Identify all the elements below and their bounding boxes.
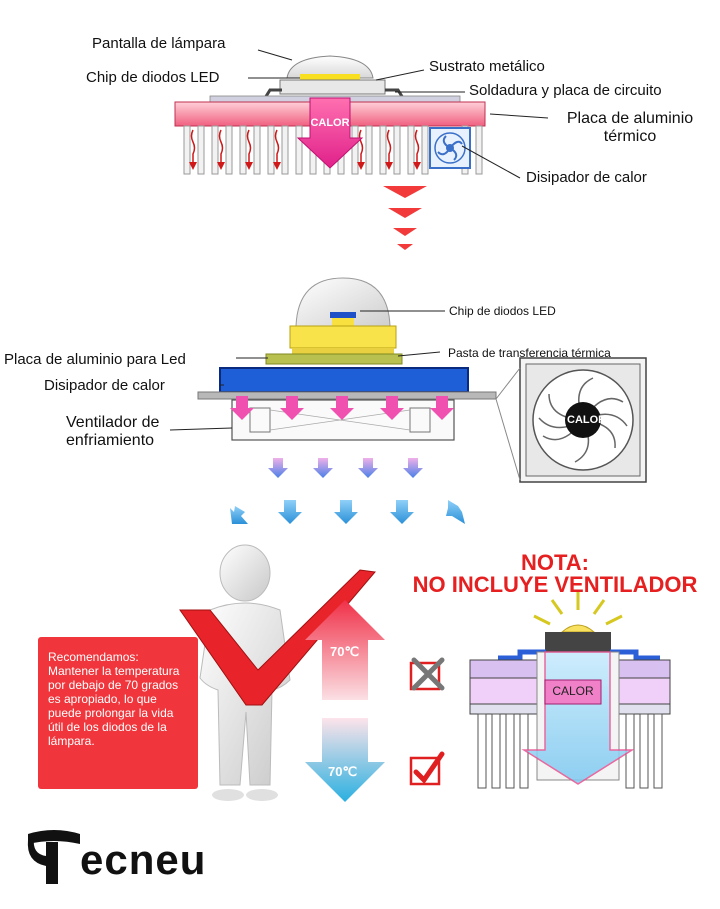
lamp-shade-dome	[286, 55, 374, 79]
label-led-chip: Chip de diodos LED	[86, 69, 220, 86]
led-heatsink-no-fan	[469, 592, 671, 789]
led-chip-die	[330, 312, 356, 318]
middle-led-fan-diagram	[169, 277, 647, 524]
note-no-fan: NOTA: NO INCLUYE VENTILADOR	[400, 552, 710, 596]
heat-label-top: CALOR	[310, 117, 350, 129]
top-led-structure-diagram	[174, 49, 549, 250]
label-heatsink: Disipador de calor	[526, 169, 647, 186]
big-check-mark	[179, 569, 376, 706]
aluminum-plate-led	[219, 367, 469, 393]
airflow-arrows-down	[268, 458, 423, 478]
airflow-arrows-spread	[230, 500, 465, 524]
tecneu-logo-icon	[27, 830, 80, 884]
metal-substrate	[279, 79, 386, 95]
label-aluminum-plate: Placa de aluminio térmico	[555, 110, 705, 146]
label-heatsink-middle: Disipador de calor	[44, 377, 165, 394]
airflow-arrows-fan	[230, 396, 454, 420]
temperature-down-arrow	[305, 718, 385, 802]
label-led-chip-middle: Chip de diodos LED	[449, 304, 556, 318]
calor-label-bottom: CALOR	[552, 684, 594, 698]
heat-flow-arrows	[190, 129, 420, 162]
check-checkbox-icon	[409, 751, 445, 786]
led-chip-yellow	[300, 74, 360, 80]
temp-low-label: 70℃	[328, 764, 358, 779]
temperature-up-arrow	[305, 600, 385, 700]
label-cooling-fan-line2: enfriamiento	[66, 432, 155, 449]
label-lamp-shade: Pantalla de lámpara	[92, 35, 226, 52]
label-aluminum-plate-line2: térmico	[603, 128, 657, 145]
label-thermal-paste: Pasta de transferencia térmica	[448, 346, 611, 360]
temp-high-label: 70℃	[330, 644, 360, 659]
recommendation-text: Recomendamos: Mantener la temperatura po…	[48, 650, 180, 748]
label-solder-circuit: Soldadura y placa de circuito	[469, 82, 662, 99]
label-cooling-fan: Ventilador de enfriamiento	[66, 414, 159, 450]
label-aluminum-plate-line1: Placa de aluminio	[566, 110, 694, 127]
fan-calor-label: CALOR	[567, 414, 607, 426]
fan-closeup	[519, 357, 647, 483]
note-subtitle: NO INCLUYE VENTILADOR	[412, 572, 698, 597]
heat-dissipation-chevrons	[383, 186, 427, 250]
led-yellow-base	[289, 325, 397, 349]
cross-checkbox-icon	[409, 657, 445, 691]
note-title: NOTA:	[520, 550, 590, 575]
heat-down-arrow	[296, 97, 364, 169]
brand-name: ecneu	[80, 836, 207, 883]
label-metal-substrate: Sustrato metálico	[429, 58, 545, 75]
label-aluminum-plate-led: Placa de aluminio para Led	[4, 351, 186, 368]
label-cooling-fan-line1: Ventilador de	[66, 414, 160, 431]
lens-dome	[295, 277, 391, 327]
fan-icon	[429, 127, 471, 169]
thermal-paste	[265, 353, 403, 365]
bottom-temperature-diagram	[179, 544, 671, 802]
recommendation-box: Recomendamos: Mantener la temperatura po…	[38, 637, 198, 789]
